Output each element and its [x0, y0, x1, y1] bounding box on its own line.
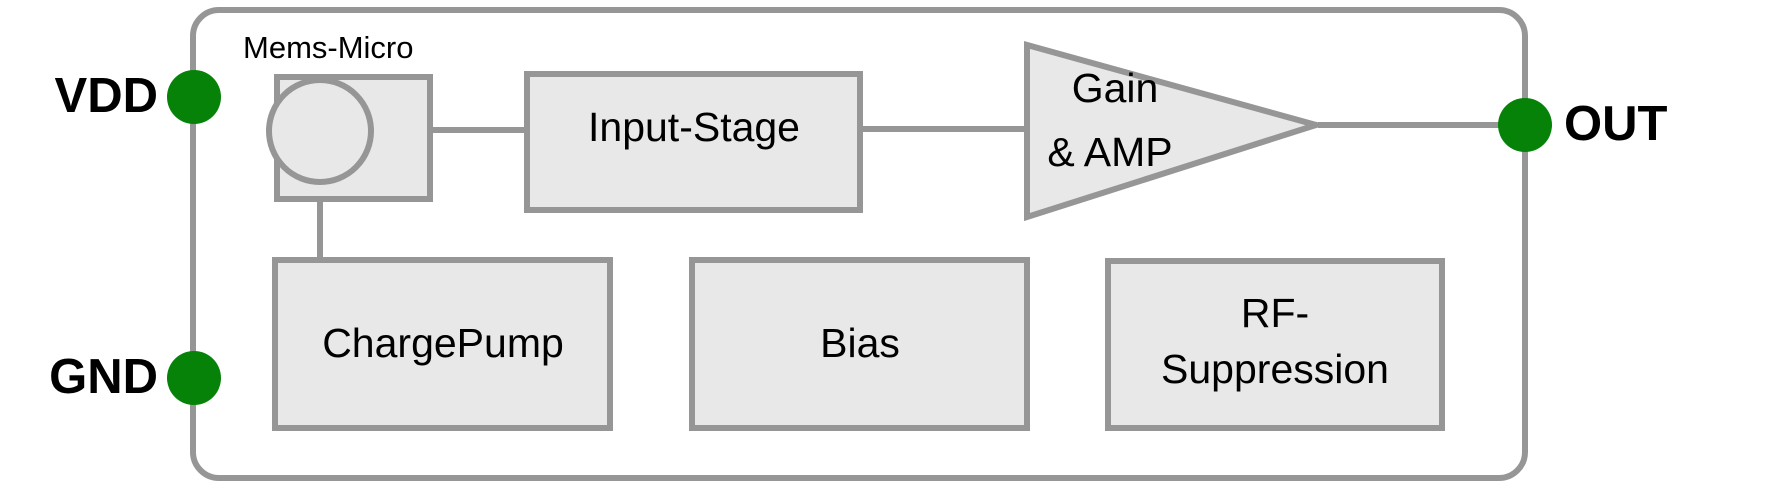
bias-label: Bias [820, 320, 900, 366]
input-stage-body [524, 71, 863, 213]
out-terminal-dot[interactable] [1498, 98, 1552, 152]
charge-pump-body [272, 257, 613, 431]
rf-suppression-label-line2: Suppression [1161, 346, 1389, 392]
block-rf-suppression[interactable]: RF- Suppression [1105, 258, 1445, 431]
block-charge-pump[interactable]: ChargePump [272, 257, 613, 431]
out-label: OUT [1564, 97, 1668, 151]
terminal-vdd[interactable]: VDD [55, 69, 221, 124]
block-bias[interactable]: Bias [689, 257, 1030, 431]
block-input-stage[interactable]: Input-Stage [524, 71, 863, 213]
mems-membrane-circle [266, 77, 374, 185]
block-mems-micro[interactable]: Mems-Micro [243, 30, 433, 202]
gnd-terminal-dot[interactable] [167, 351, 221, 405]
rf-suppression-label-line1: RF- [1241, 290, 1309, 336]
bias-body [689, 257, 1030, 431]
vdd-label: VDD [55, 69, 158, 123]
charge-pump-label: ChargePump [322, 320, 564, 366]
mems-micro-label: Mems-Micro [243, 30, 414, 65]
terminal-gnd[interactable]: GND [49, 350, 221, 405]
gnd-label: GND [49, 350, 158, 404]
rf-suppression-body [1105, 258, 1445, 431]
input-stage-label: Input-Stage [588, 104, 800, 150]
gain-amp-label-line2: & AMP [1047, 129, 1172, 175]
gain-amp-body [1024, 41, 1327, 222]
terminal-out[interactable]: OUT [1498, 97, 1668, 152]
block-gain-amp[interactable]: Gain & AMP [1024, 41, 1327, 222]
gain-amp-label-line1: Gain [1072, 65, 1159, 111]
vdd-terminal-dot[interactable] [167, 70, 221, 124]
